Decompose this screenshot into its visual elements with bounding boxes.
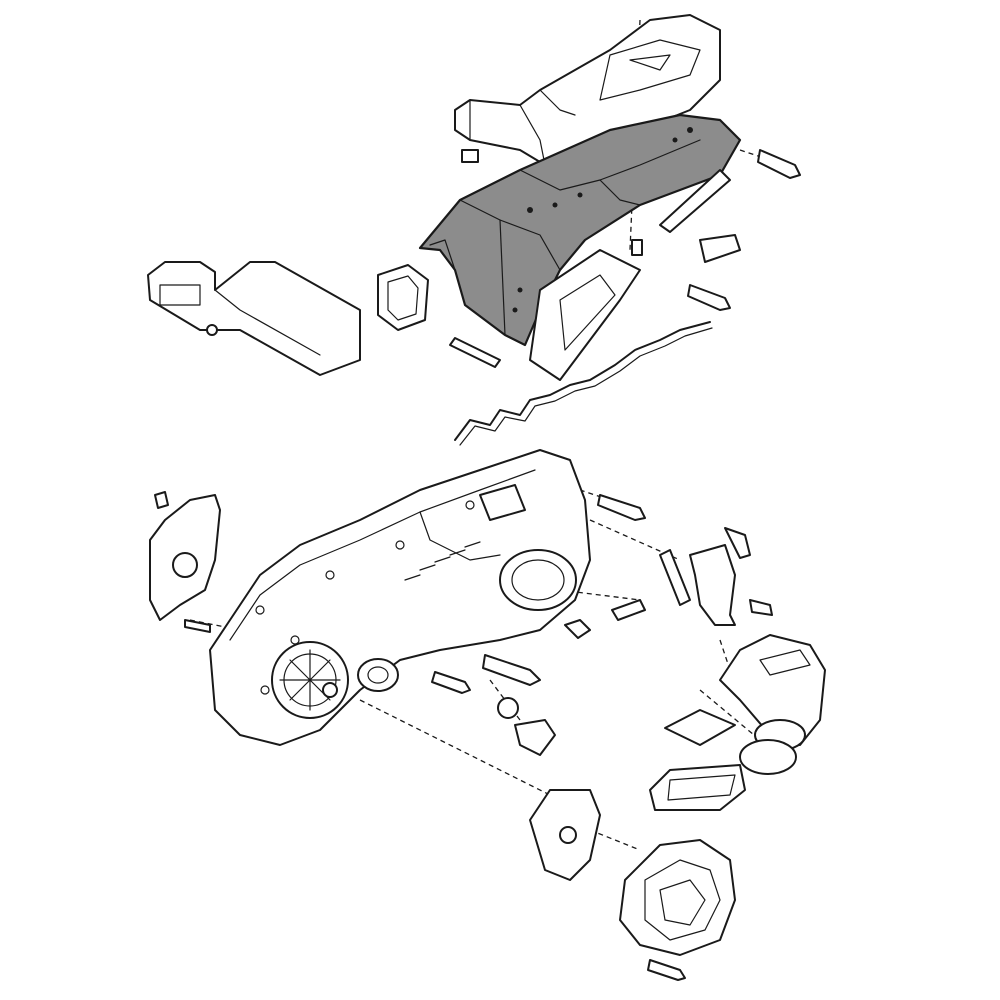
brake-cable-wire [454, 321, 713, 446]
square-duct-seal [377, 264, 429, 331]
bottom-guard-plate [529, 789, 601, 881]
inner-fender-panel [529, 249, 641, 381]
frame-bolts [631, 149, 801, 311]
case-bolts [431, 494, 773, 981]
side-trim-strip [659, 169, 741, 263]
left-cover-plate [149, 491, 221, 633]
transmission-case-cover [209, 449, 591, 746]
air-filter-housing [649, 634, 826, 811]
pulley-cover [619, 839, 736, 956]
foam-strip [449, 337, 501, 368]
rear-frame-bracket-highlighted [418, 113, 742, 347]
small-brackets [659, 527, 751, 626]
air-intake-duct [147, 261, 361, 376]
seat-cover-part [454, 14, 721, 166]
